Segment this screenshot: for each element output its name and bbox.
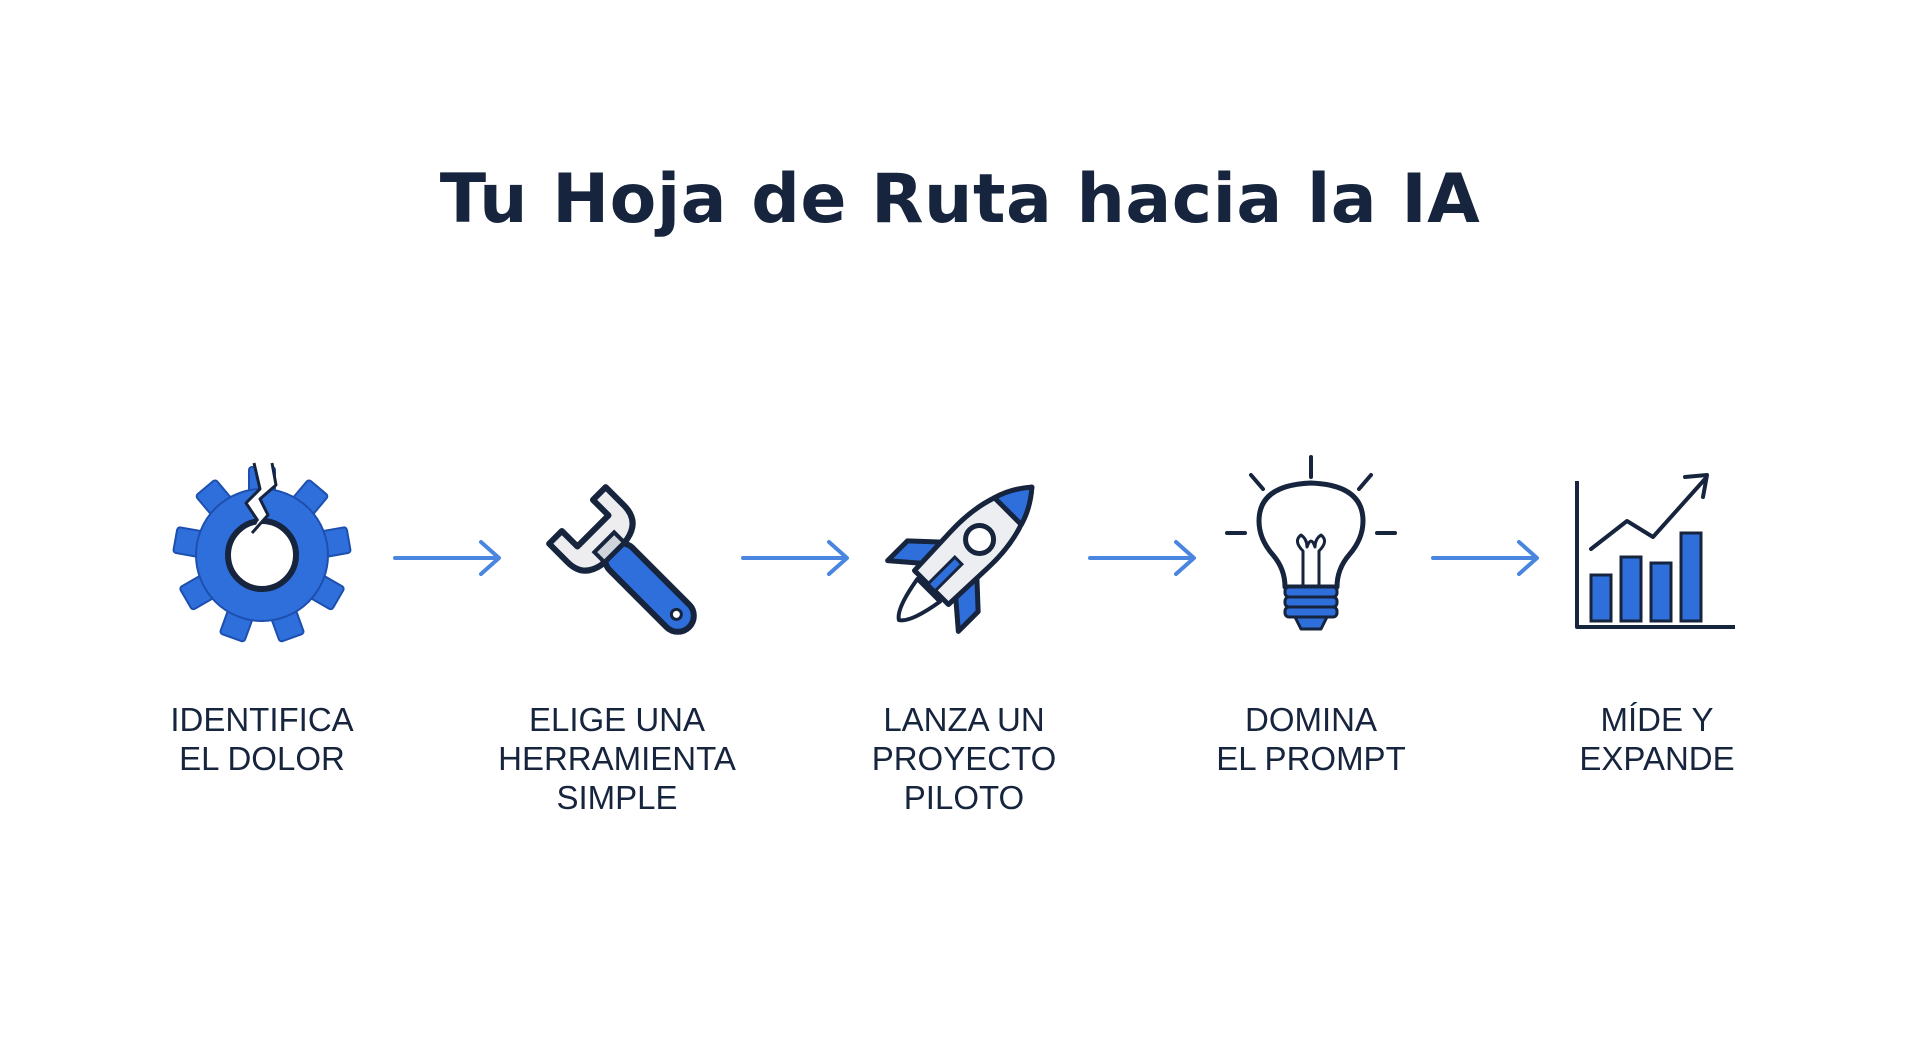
arrow-right-icon — [393, 540, 501, 576]
rocket-icon — [885, 484, 1035, 634]
step-4-line-2: EL PROMPT — [1216, 740, 1406, 777]
step-identifica-el-dolor — [142, 455, 382, 655]
arrow-right-icon — [1431, 540, 1539, 576]
diagram-title: Tu Hoja de Ruta hacia la IA — [439, 160, 1481, 239]
step-1-line-2: EL DOLOR — [179, 740, 345, 777]
step-4-label: DOMINA EL PROMPT — [1161, 700, 1461, 778]
bar-chart-growth-icon — [1575, 473, 1735, 629]
step-5-label: MÍDE Y EXPANDE — [1507, 700, 1807, 778]
broken-gear-icon — [172, 462, 352, 643]
arrow-right-icon — [741, 540, 849, 576]
step-domina-el-prompt — [1191, 455, 1431, 655]
step-2-line-2: HERRAMIENTA — [498, 740, 736, 777]
step-2-label: ELIGE UNA HERRAMIENTA SIMPLE — [467, 700, 767, 817]
step-3-line-2: PROYECTO — [871, 740, 1057, 777]
lightbulb-icon — [1225, 455, 1397, 631]
wrench-icon — [546, 484, 697, 635]
step-mide-y-expande — [1537, 455, 1777, 655]
step-2-line-1: ELIGE UNA — [528, 701, 706, 738]
step-1-line-1: IDENTIFICA — [170, 701, 354, 738]
step-5-line-1: MÍDE Y — [1600, 701, 1714, 738]
step-3-line-1: LANZA UN — [883, 701, 1045, 738]
arrow-right-icon — [1088, 540, 1196, 576]
step-elige-una-herramienta — [497, 455, 737, 655]
step-1-label: IDENTIFICA EL DOLOR — [112, 700, 412, 778]
step-3-label: LANZA UN PROYECTO PILOTO — [814, 700, 1114, 817]
step-2-line-3: SIMPLE — [556, 779, 678, 816]
step-lanza-un-proyecto — [844, 455, 1084, 655]
step-3-line-3: PILOTO — [903, 779, 1025, 816]
step-4-line-1: DOMINA — [1245, 701, 1377, 738]
step-5-line-2: EXPANDE — [1579, 740, 1735, 777]
